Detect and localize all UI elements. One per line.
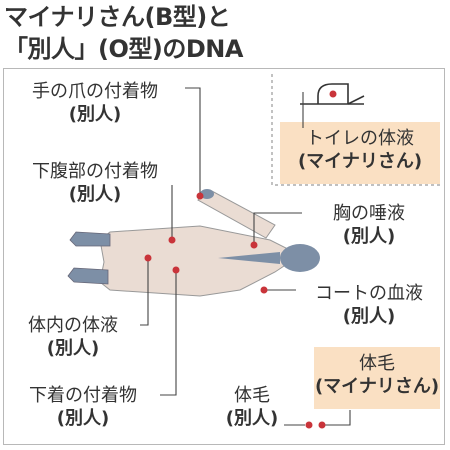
label-abdomen-name: 下腹部の付着物	[32, 161, 158, 182]
toilet-section-divider	[271, 74, 440, 186]
marker-chest	[250, 241, 258, 249]
label-coat-who: (別人)	[342, 306, 396, 327]
label-nails-name: 手の爪の付着物	[32, 81, 158, 102]
label-pubic-hair-mainali: 体毛 (マイナリさん)	[314, 352, 440, 398]
marker-pubic-hair-other	[305, 421, 313, 429]
pubic-hair-mainali-highlight-box	[314, 347, 440, 409]
label-toilet-who: (マイナリさん)	[297, 151, 423, 172]
diagram-frame	[3, 68, 445, 445]
label-pubic-hair-mainali-name: 体毛	[359, 353, 395, 374]
marker-underwear	[172, 266, 180, 274]
title-line-2: 「別人」(O型)のDNA	[4, 35, 243, 63]
label-pubic-hair-other-name: 体毛	[234, 385, 270, 406]
marker-coat	[260, 286, 268, 294]
label-pubic-hair-other: 体毛 (別人)	[222, 384, 282, 430]
label-body-fluid: 体内の体液 (別人)	[8, 314, 138, 360]
label-underwear: 下着の付着物 (別人)	[8, 384, 158, 430]
sample-markers	[144, 90, 337, 429]
label-abdomen-who: (別人)	[68, 184, 122, 205]
label-coat: コートの血液 (別人)	[296, 282, 442, 328]
marker-abdomen	[168, 236, 176, 244]
label-nails: 手の爪の付着物 (別人)	[10, 80, 180, 126]
label-body-fluid-name: 体内の体液	[28, 315, 118, 336]
label-underwear-who: (別人)	[56, 408, 110, 429]
label-nails-who: (別人)	[68, 104, 122, 125]
label-chest-name: 胸の唾液	[333, 203, 405, 224]
marker-nails	[196, 192, 204, 200]
toilet-highlight-box	[280, 122, 440, 184]
toilet-icon	[300, 83, 365, 105]
label-chest-who: (別人)	[342, 226, 396, 247]
marker-pubic-hair-mainali	[318, 421, 326, 429]
label-toilet-name: トイレの体液	[306, 128, 414, 149]
label-coat-name: コートの血液	[315, 283, 423, 304]
label-body-fluid-who: (別人)	[46, 338, 100, 359]
title-line-1: マイナリさん(B型)と	[4, 3, 231, 31]
label-underwear-name: 下着の付着物	[29, 385, 137, 406]
label-toilet: トイレの体液 (マイナリさん)	[280, 127, 440, 173]
marker-toilet	[329, 90, 337, 98]
label-pubic-hair-mainali-who: (マイナリさん)	[314, 376, 440, 397]
marker-body-fluid	[144, 254, 152, 262]
label-abdomen: 下腹部の付着物 (別人)	[10, 160, 180, 206]
label-chest: 胸の唾液 (別人)	[304, 202, 434, 248]
label-pubic-hair-other-who: (別人)	[225, 408, 279, 429]
